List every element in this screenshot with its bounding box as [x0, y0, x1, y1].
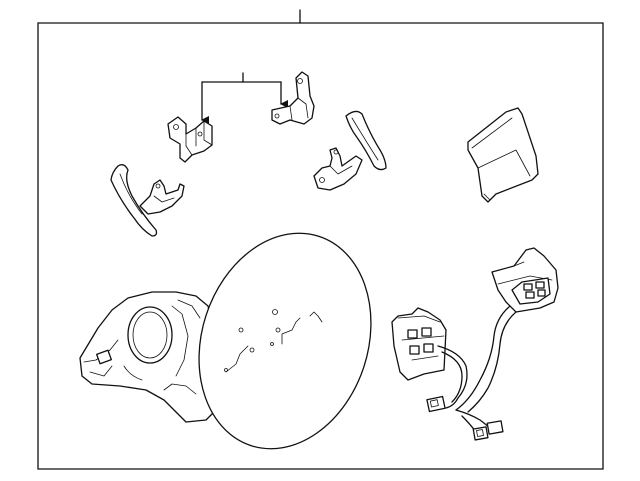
switch-module-right [492, 248, 558, 312]
switch-module-left [392, 308, 446, 380]
paddle-bracket-left [168, 117, 212, 162]
paddle-shifter-right [314, 111, 386, 190]
airbag-cover [172, 211, 398, 472]
bracket-callout [201, 73, 288, 124]
paddle-shifter-left [111, 165, 184, 236]
trim-cover [468, 108, 538, 202]
steering-wheel-assembly [80, 292, 216, 422]
paddle-bracket-right [272, 72, 314, 124]
diagram-frame [38, 23, 603, 469]
wiring-harness [427, 306, 516, 440]
